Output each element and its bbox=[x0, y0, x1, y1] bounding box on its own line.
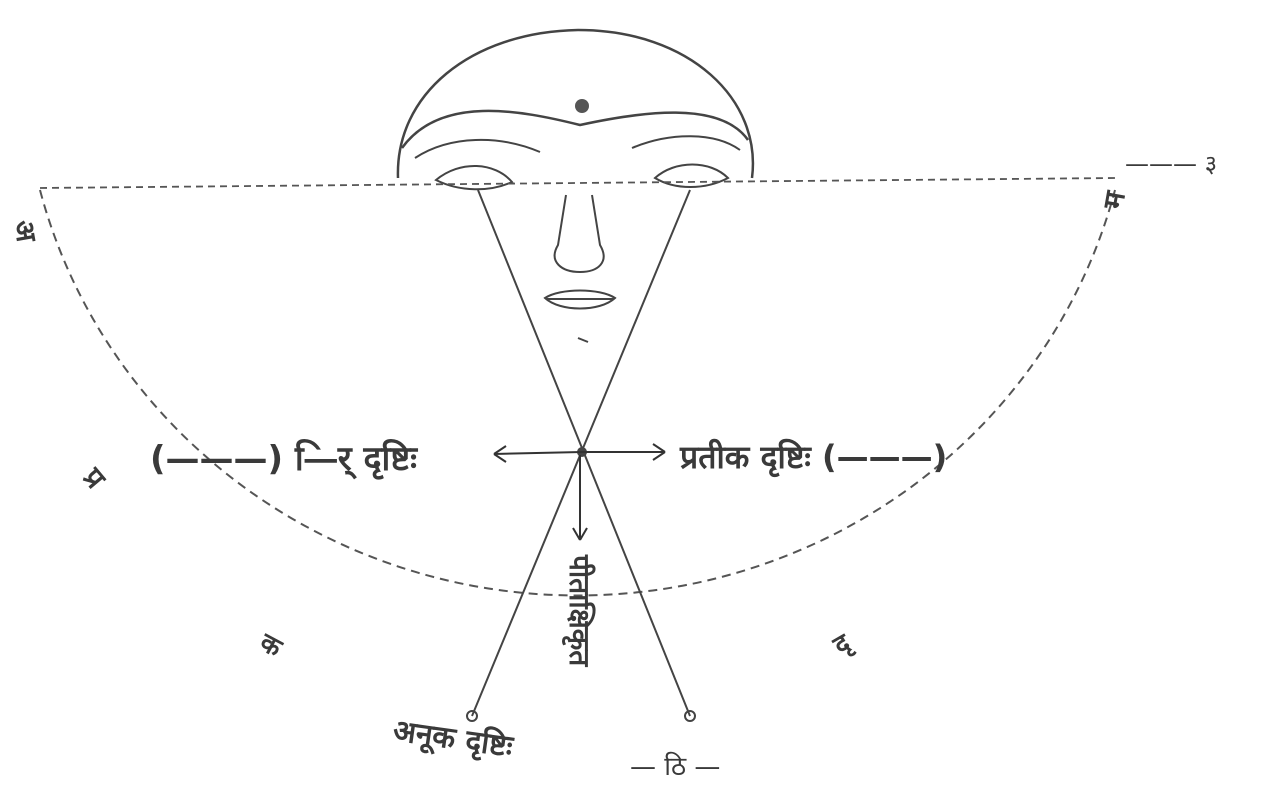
bottom-right-gaze-label: — ठि — bbox=[630, 751, 720, 782]
arc-label-upper-left: अ bbox=[7, 217, 43, 245]
face-illustration bbox=[398, 30, 753, 342]
left-gaze-arrow bbox=[494, 452, 582, 454]
bottom-left-gaze-label: अनूक दृष्टिः bbox=[391, 712, 517, 766]
right-gaze-label: प्रतीक दृष्टिः (———) bbox=[679, 438, 947, 478]
chin-mark bbox=[578, 338, 588, 342]
right-eye bbox=[655, 165, 728, 188]
horizon-dashed-line bbox=[40, 178, 1115, 188]
bindi-dot bbox=[575, 99, 589, 113]
arc-label-left: प्र bbox=[76, 461, 113, 496]
arc-label-lower-left: क bbox=[254, 627, 288, 664]
left-eyebrow bbox=[415, 140, 540, 158]
left-eye bbox=[436, 166, 512, 189]
arc-label-lower-right: दृ bbox=[828, 627, 858, 662]
left-gaze-label: (———) —िर् दृष्टिः bbox=[150, 438, 418, 480]
top-right-label: ——— ३ bbox=[1125, 150, 1217, 178]
nose bbox=[555, 195, 604, 272]
right-eyebrow bbox=[632, 136, 740, 150]
mouth bbox=[545, 291, 615, 309]
vertical-gaze-label: पीताक्षिकृत bbox=[562, 554, 596, 667]
